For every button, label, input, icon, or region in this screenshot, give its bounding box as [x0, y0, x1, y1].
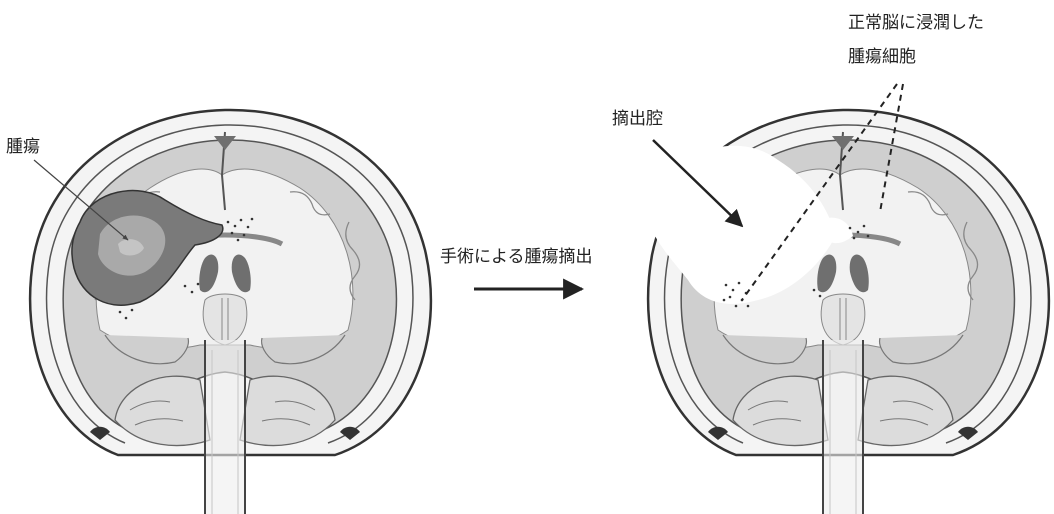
after-surgery-brain — [640, 110, 1049, 514]
tumor-label: 腫瘍 — [6, 137, 40, 157]
surgery-caption: 手術による腫瘍摘出 — [440, 247, 593, 267]
cavity-label: 摘出腔 — [612, 109, 663, 129]
before-surgery-brain — [30, 110, 431, 514]
infiltrated-cells-label-line1: 正常脳に浸潤した — [848, 13, 984, 33]
infiltrated-cells-label-line2: 腫瘍細胞 — [848, 47, 916, 67]
